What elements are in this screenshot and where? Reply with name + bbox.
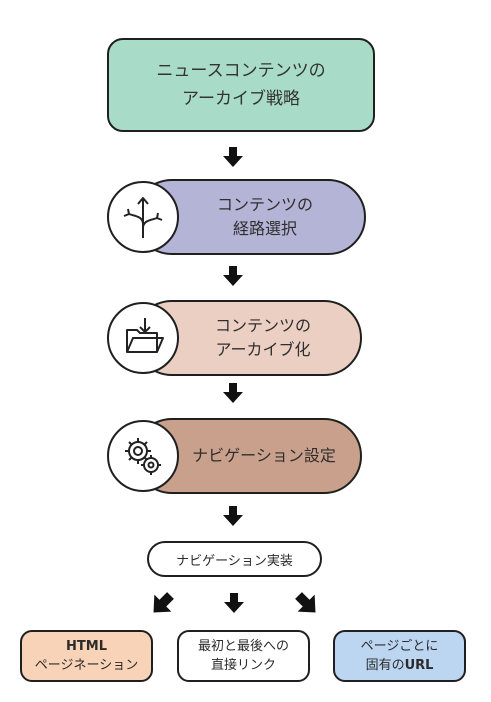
down-arrow-icon [223, 147, 243, 167]
option-3-line-2a: 固有の [365, 658, 405, 673]
down-arrow-icon [223, 383, 243, 403]
option-unique-url: ページごとに 固有のURL [333, 630, 466, 682]
option-html-pagination: HTML ページネーション [20, 630, 153, 682]
option-3-line-1: ページごとに [360, 639, 439, 654]
route-branch-icon [107, 181, 179, 253]
step-3-label: ナビゲーション設定 [192, 446, 336, 465]
down-arrow-icon [223, 506, 243, 526]
navigation-implementation-pill: ナビゲーション実装 [147, 541, 322, 577]
title-line-1: ニュースコンテンツの [156, 61, 326, 81]
gears-icon [107, 420, 179, 492]
option-2-line-1: 最初と最後への [197, 639, 289, 654]
implementation-label: ナビゲーション実装 [176, 553, 293, 569]
down-right-arrow-icon [295, 592, 316, 613]
step-1-line-1: コンテンツの [216, 195, 313, 214]
down-arrow-icon [224, 593, 244, 613]
down-arrow-icon [223, 266, 243, 286]
option-first-last-links: 最初と最後への 直接リンク [177, 630, 310, 682]
step-2-line-2: アーカイブ化 [215, 340, 311, 359]
step-2-line-1: コンテンツの [214, 316, 311, 335]
folder-download-icon [107, 302, 179, 374]
step-1-line-2: 経路選択 [232, 219, 297, 238]
option-1-line-2: ページネーション [34, 658, 139, 673]
down-left-arrow-icon [153, 592, 174, 613]
option-1-line-1: HTML [66, 639, 107, 654]
option-2-line-2: 直接リンク [210, 658, 276, 673]
option-3-line-2b: URL [404, 658, 434, 673]
title-line-2: アーカイブ戦略 [182, 89, 300, 109]
title-box: ニュースコンテンツの アーカイブ戦略 [107, 38, 375, 132]
